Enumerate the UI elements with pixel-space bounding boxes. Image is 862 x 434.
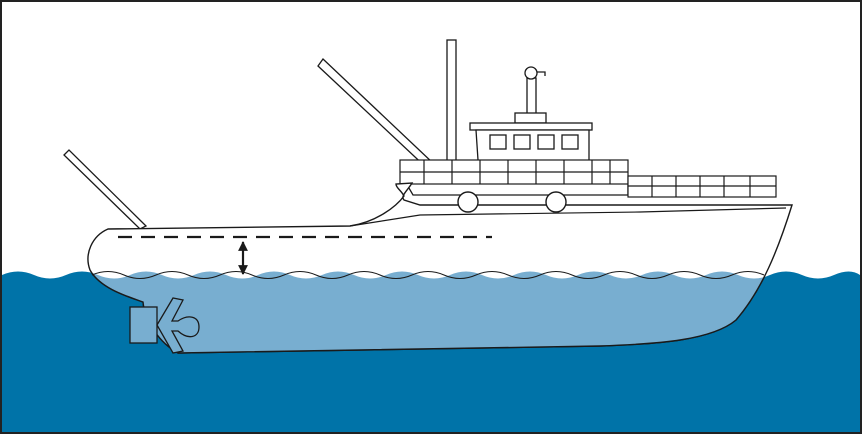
wheelhouse-window: [490, 135, 506, 149]
radar-dome: [525, 67, 537, 79]
radar-post: [527, 78, 536, 114]
wheelhouse-roof: [470, 123, 592, 130]
porthole: [458, 192, 478, 212]
wheelhouse-window: [562, 135, 578, 149]
wheelhouse-window: [514, 135, 530, 149]
porthole: [546, 192, 566, 212]
rudder: [130, 307, 157, 343]
wheelhouse-window: [538, 135, 554, 149]
wheelhouse-top: [515, 113, 546, 123]
